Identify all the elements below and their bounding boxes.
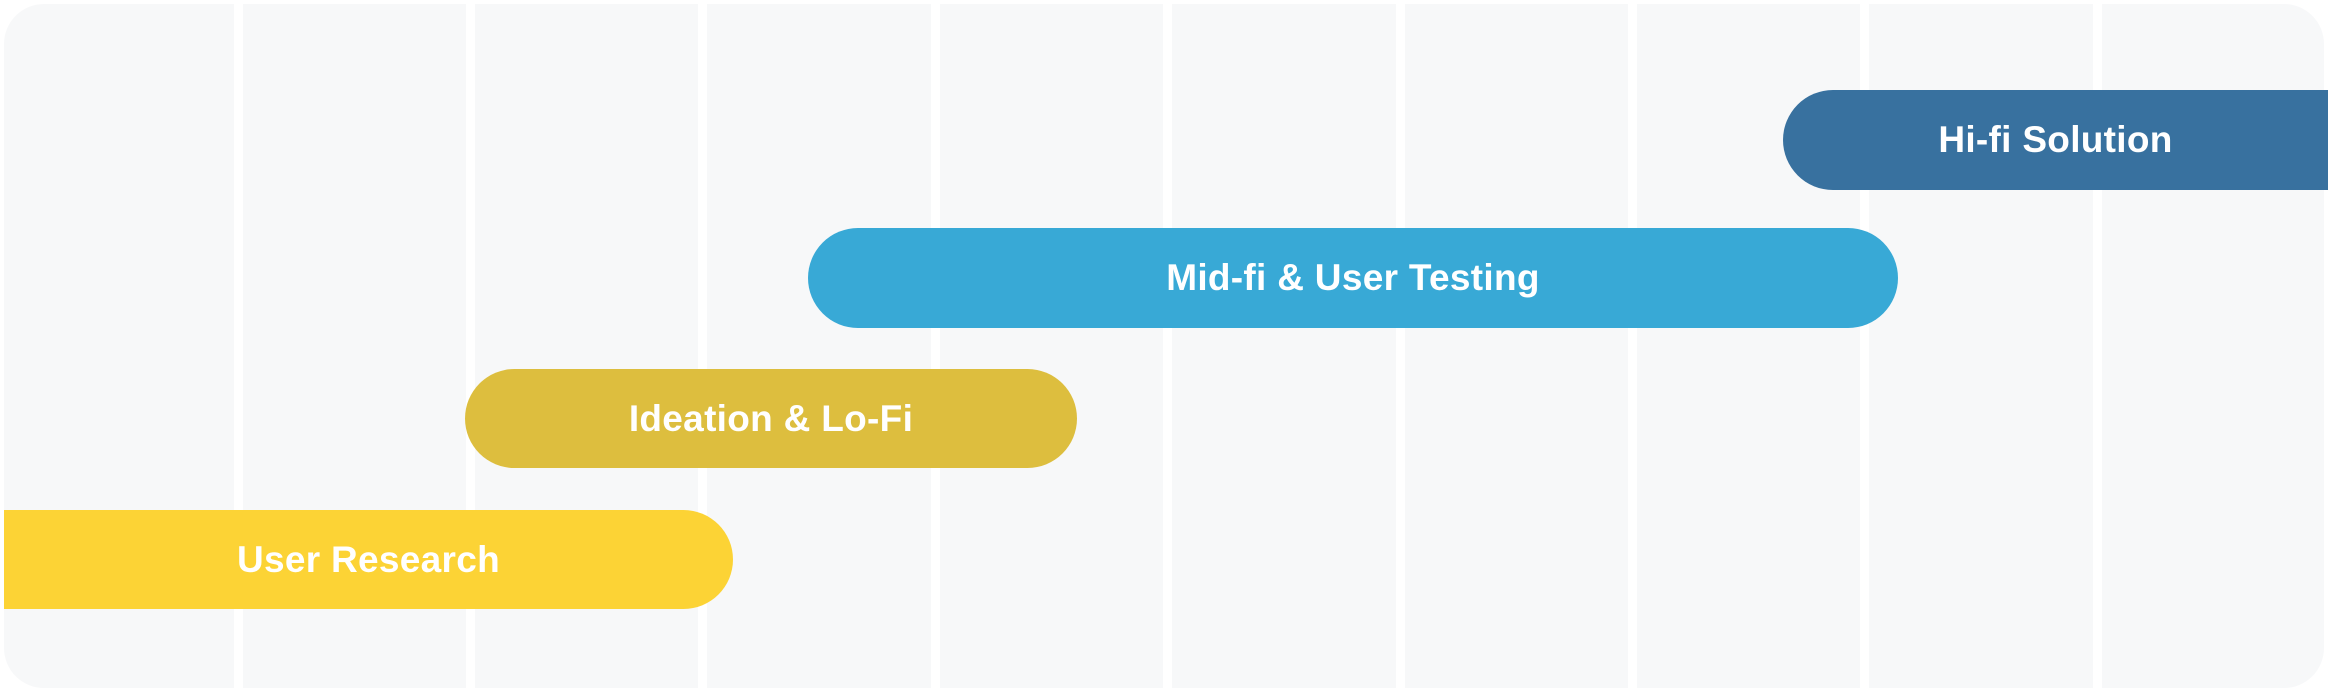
gantt-bar-label: User Research [236,538,501,580]
gantt-bar-ideation-lofi[interactable]: Ideation & Lo-Fi [465,369,1077,468]
gantt-bar-hifi-solution[interactable]: Hi-fi Solution [1783,90,2328,190]
column-separator [1395,4,1405,688]
column-separator [465,4,475,688]
gantt-bar-label: Ideation & Lo-Fi [628,397,914,439]
column-separator [930,4,940,688]
gantt-bar-label: Hi-fi Solution [1938,119,2173,160]
column-separator [233,4,243,688]
column-separator [1163,4,1173,688]
column-separator [1627,4,1637,688]
gantt-bar-user-research[interactable]: User Research [4,510,733,609]
column-separator [2092,4,2102,688]
column-separator [1860,4,1870,688]
gantt-bar-label: Mid-fi & User Testing [1166,257,1540,298]
column-separator [698,4,708,688]
gantt-bar-midfi-user-testing[interactable]: Mid-fi & User Testing [808,228,1898,328]
